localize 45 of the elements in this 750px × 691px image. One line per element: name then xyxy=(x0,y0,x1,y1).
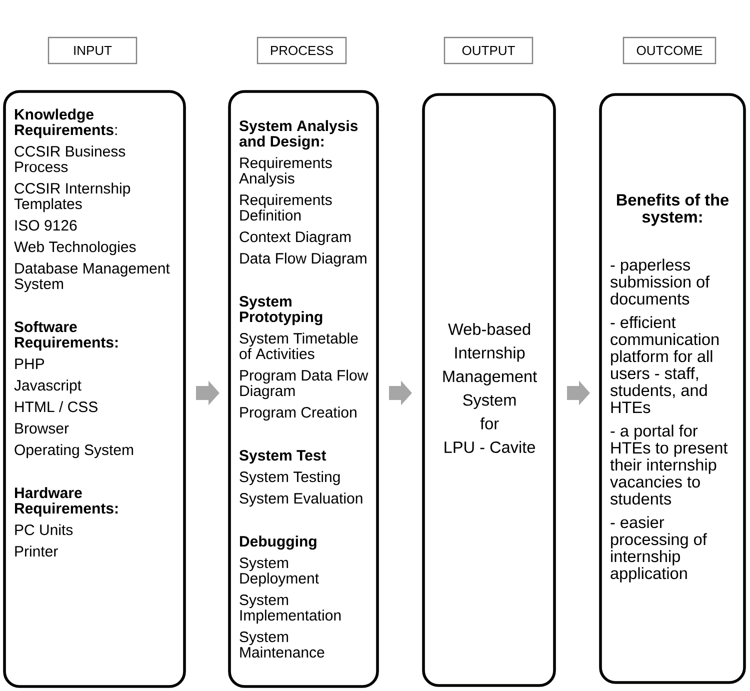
list-item: System Implementation xyxy=(240,594,341,624)
list-item: Program Data Flow Diagram xyxy=(240,370,368,400)
list-item: System Timetable of Activities xyxy=(240,332,358,360)
list-item: Operating System xyxy=(14,444,134,458)
list-item: Context Diagram xyxy=(240,231,351,246)
list-item: CCSIR Business Process xyxy=(14,146,126,172)
list-item: ISO 9126 xyxy=(15,220,77,231)
system-name: Web-based Internship Management System for LPU - Cavite xyxy=(443,323,537,453)
list-item: System Testing xyxy=(240,471,340,486)
heading-box: INPUT xyxy=(48,36,138,64)
list-item: Printer xyxy=(15,546,58,557)
list-item: CCSIR Internship Templates xyxy=(14,182,130,212)
heading-box: PROCESS xyxy=(256,36,347,64)
list-item: System Evaluation xyxy=(240,492,362,507)
list-item: - a portal for HTEs to present their internship vacancies to students xyxy=(610,424,728,505)
list-item: - paperless submission of documents xyxy=(610,258,710,305)
list-item: Requirements Definition xyxy=(240,194,332,221)
section-heading: Software Requirements: xyxy=(14,321,118,351)
list-item: HTML / CSS xyxy=(15,401,98,412)
section-heading: Hardware Requirements: xyxy=(15,487,118,517)
list-item: Javascript xyxy=(14,380,82,394)
section-heading: Debugging xyxy=(240,536,316,550)
list-item: System Deployment xyxy=(240,558,319,587)
rounded-panel xyxy=(599,93,746,684)
heading-box: OUTPUT xyxy=(444,36,534,64)
section-heading: System Prototyping xyxy=(239,296,322,326)
section-heading: Benefits of the system: xyxy=(617,194,729,226)
section-heading: Knowledge Requirements: xyxy=(15,108,117,138)
rounded-panel xyxy=(228,90,379,688)
list-item: Program Creation xyxy=(240,406,356,421)
heading-box: OUTCOME xyxy=(622,36,716,64)
list-item: Web Technologies xyxy=(14,241,136,256)
list-item: Data Flow Diagram xyxy=(240,252,366,267)
rounded-panel xyxy=(3,90,186,688)
list-item: PHP xyxy=(15,358,44,369)
list-item: Requirements Analysis xyxy=(239,157,332,187)
list-item: Database Management System xyxy=(14,262,170,292)
list-item: PC Units xyxy=(15,524,73,536)
list-item: - efficient communication platform for all users - staff, students, and HTEs xyxy=(610,316,719,414)
list-item: Browser xyxy=(15,423,69,434)
rounded-panel xyxy=(422,93,556,687)
list-item: System Maintenance xyxy=(240,632,324,658)
section-heading: System Analysis and Design: xyxy=(239,120,358,150)
section-heading: System Test xyxy=(239,450,326,464)
list-item: - easier processing of internship application xyxy=(610,516,707,582)
